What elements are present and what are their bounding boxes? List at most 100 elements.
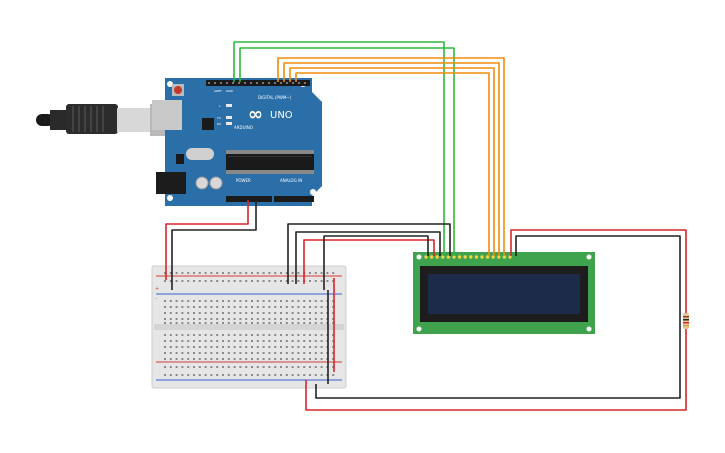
breadboard-hole[interactable] (303, 334, 306, 336)
breadboard-hole[interactable] (187, 322, 190, 324)
breadboard-hole[interactable] (297, 346, 300, 348)
breadboard-hole[interactable] (297, 318, 300, 320)
breadboard-hole[interactable] (198, 280, 201, 282)
breadboard-hole[interactable] (309, 306, 311, 308)
breadboard-hole[interactable] (320, 352, 323, 354)
breadboard-hole[interactable] (233, 306, 236, 308)
breadboard-hole[interactable] (280, 374, 282, 376)
breadboard-hole[interactable] (210, 374, 213, 376)
breadboard-hole[interactable] (204, 322, 207, 324)
breadboard-hole[interactable] (256, 334, 259, 336)
breadboard-hole[interactable] (285, 366, 288, 368)
breadboard-hole[interactable] (251, 366, 253, 368)
breadboard-hole[interactable] (187, 318, 190, 320)
breadboard-hole[interactable] (233, 272, 236, 274)
breadboard-hole[interactable] (164, 340, 166, 342)
breadboard-hole[interactable] (332, 272, 335, 274)
usb-cable[interactable] (36, 104, 170, 136)
breadboard-hole[interactable] (274, 280, 277, 282)
wire-black[interactable] (323, 235, 429, 290)
breadboard-hole[interactable] (210, 280, 213, 282)
breadboard-hole[interactable] (222, 374, 224, 376)
breadboard-hole[interactable] (169, 280, 172, 282)
breadboard-hole[interactable] (216, 358, 219, 360)
breadboard-hole[interactable] (216, 280, 219, 282)
lcd-pin-e[interactable] (452, 255, 456, 259)
lcd-pin-d3[interactable] (474, 255, 479, 259)
breadboard-hole[interactable] (274, 358, 277, 360)
wire-red[interactable] (303, 239, 435, 284)
breadboard-hole[interactable] (297, 322, 300, 324)
lcd-pin-header[interactable] (424, 255, 512, 259)
breadboard-hole[interactable] (216, 334, 219, 336)
breadboard-hole[interactable] (187, 280, 190, 282)
breadboard-hole[interactable] (314, 318, 317, 320)
breadboard-hole[interactable] (309, 366, 311, 368)
breadboard-hole[interactable] (262, 306, 265, 308)
breadboard-hole[interactable] (291, 346, 294, 348)
lcd-pin-rw[interactable] (446, 255, 451, 259)
breadboard-hole[interactable] (222, 280, 224, 282)
breadboard-hole[interactable] (297, 306, 300, 308)
breadboard-hole[interactable] (227, 374, 230, 376)
lcd-16x2[interactable] (413, 252, 595, 334)
breadboard-hole[interactable] (175, 280, 178, 282)
breadboard-hole[interactable] (280, 272, 282, 274)
breadboard-hole[interactable] (262, 340, 265, 342)
breadboard-hole[interactable] (303, 346, 306, 348)
breadboard-hole[interactable] (303, 318, 306, 320)
breadboard-hole[interactable] (227, 318, 230, 320)
breadboard-hole[interactable] (297, 280, 300, 282)
breadboard-hole[interactable] (285, 358, 288, 360)
breadboard-hole[interactable] (245, 340, 248, 342)
lcd-pin-d2[interactable] (469, 255, 473, 259)
breadboard-hole[interactable] (169, 312, 172, 314)
breadboard-hole[interactable] (164, 300, 166, 302)
breadboard-hole[interactable] (320, 358, 323, 360)
breadboard-hole[interactable] (256, 300, 259, 302)
breadboard-hole[interactable] (268, 306, 271, 308)
breadboard-hole[interactable] (222, 346, 224, 348)
breadboard-hole[interactable] (193, 358, 195, 360)
breadboard-hole[interactable] (309, 334, 311, 336)
breadboard-hole[interactable] (314, 312, 317, 314)
breadboard-hole[interactable] (222, 318, 224, 320)
breadboard-hole[interactable] (222, 272, 224, 274)
breadboard-hole[interactable] (297, 366, 300, 368)
breadboard-hole[interactable] (198, 300, 201, 302)
breadboard-hole[interactable] (227, 300, 230, 302)
breadboard-hole[interactable] (164, 366, 166, 368)
breadboard-hole[interactable] (239, 322, 242, 324)
breadboard-hole[interactable] (210, 306, 213, 308)
breadboard-hole[interactable] (239, 334, 242, 336)
breadboard-hole[interactable] (303, 352, 306, 354)
breadboard-hole[interactable] (239, 312, 242, 314)
breadboard-hole[interactable] (222, 366, 224, 368)
breadboard-hole[interactable] (181, 374, 184, 376)
breadboard-hole[interactable] (320, 280, 323, 282)
breadboard-hole[interactable] (309, 300, 311, 302)
breadboard-hole[interactable] (309, 340, 311, 342)
breadboard-hole[interactable] (326, 280, 329, 282)
breadboard-hole[interactable] (233, 334, 236, 336)
breadboard-hole[interactable] (239, 272, 242, 274)
breadboard-hole[interactable] (326, 272, 329, 274)
wire-green[interactable] (239, 47, 455, 256)
breadboard-hole[interactable] (175, 322, 178, 324)
breadboard-hole[interactable] (245, 358, 248, 360)
breadboard-hole[interactable] (268, 366, 271, 368)
breadboard-hole[interactable] (204, 306, 207, 308)
breadboard-hole[interactable] (314, 366, 317, 368)
breadboard-hole[interactable] (164, 318, 166, 320)
breadboard-hole[interactable] (291, 306, 294, 308)
breadboard-hole[interactable] (164, 346, 166, 348)
breadboard-hole[interactable] (297, 300, 300, 302)
breadboard-hole[interactable] (268, 334, 271, 336)
breadboard-hole[interactable] (175, 300, 178, 302)
breadboard-hole[interactable] (256, 346, 259, 348)
breadboard-hole[interactable] (233, 280, 236, 282)
breadboard-hole[interactable] (233, 358, 236, 360)
breadboard-hole[interactable] (256, 352, 259, 354)
breadboard-hole[interactable] (169, 366, 172, 368)
breadboard-hole[interactable] (256, 322, 259, 324)
